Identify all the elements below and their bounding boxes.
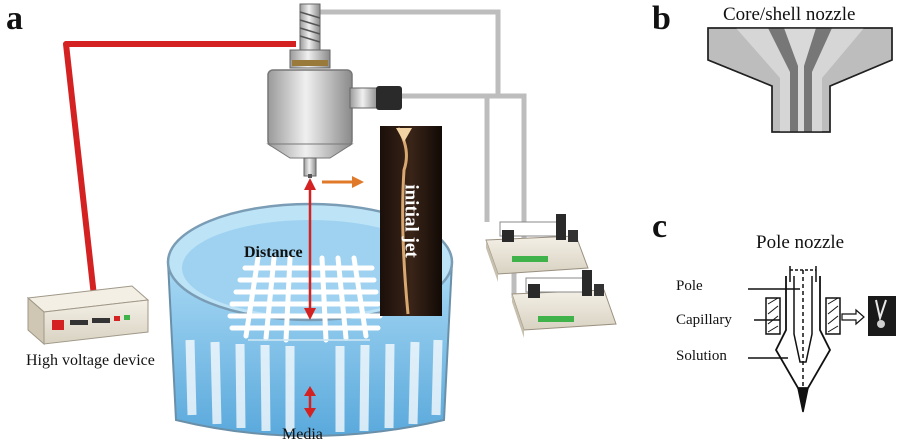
printed-scaffold [227,255,383,343]
jet-label: initial jet [401,184,423,258]
pole-nozzle-diagram [748,266,865,413]
jet-pointer-arrow [322,176,364,188]
media-label: Media [282,426,323,443]
device-label: High voltage device [26,352,155,369]
high-voltage-box [26,285,150,346]
core-shell-nozzle-diagram [707,27,893,133]
capillary-label: Capillary [676,312,732,328]
pole-nozzle-title: Pole nozzle [756,232,845,253]
initial-jet-photo [380,126,442,316]
syringe-pump-1 [485,214,589,282]
pole-label: Pole [676,278,703,294]
jet-label-box: initial jet [382,128,440,314]
pole-nozzle-photo [868,296,896,336]
print-nozzle [266,3,402,178]
panel-label-a: a [6,0,23,37]
voltage-wire [63,41,296,297]
core-shell-title: Core/shell nozzle [723,4,856,25]
syringe-pump-2 [511,270,617,338]
media-arrow [304,386,316,418]
panel-label-c: c [652,208,668,245]
distance-label: Distance [244,244,303,261]
solution-label: Solution [676,348,727,364]
distance-arrow [304,178,316,320]
panel-label-b: b [652,0,671,37]
